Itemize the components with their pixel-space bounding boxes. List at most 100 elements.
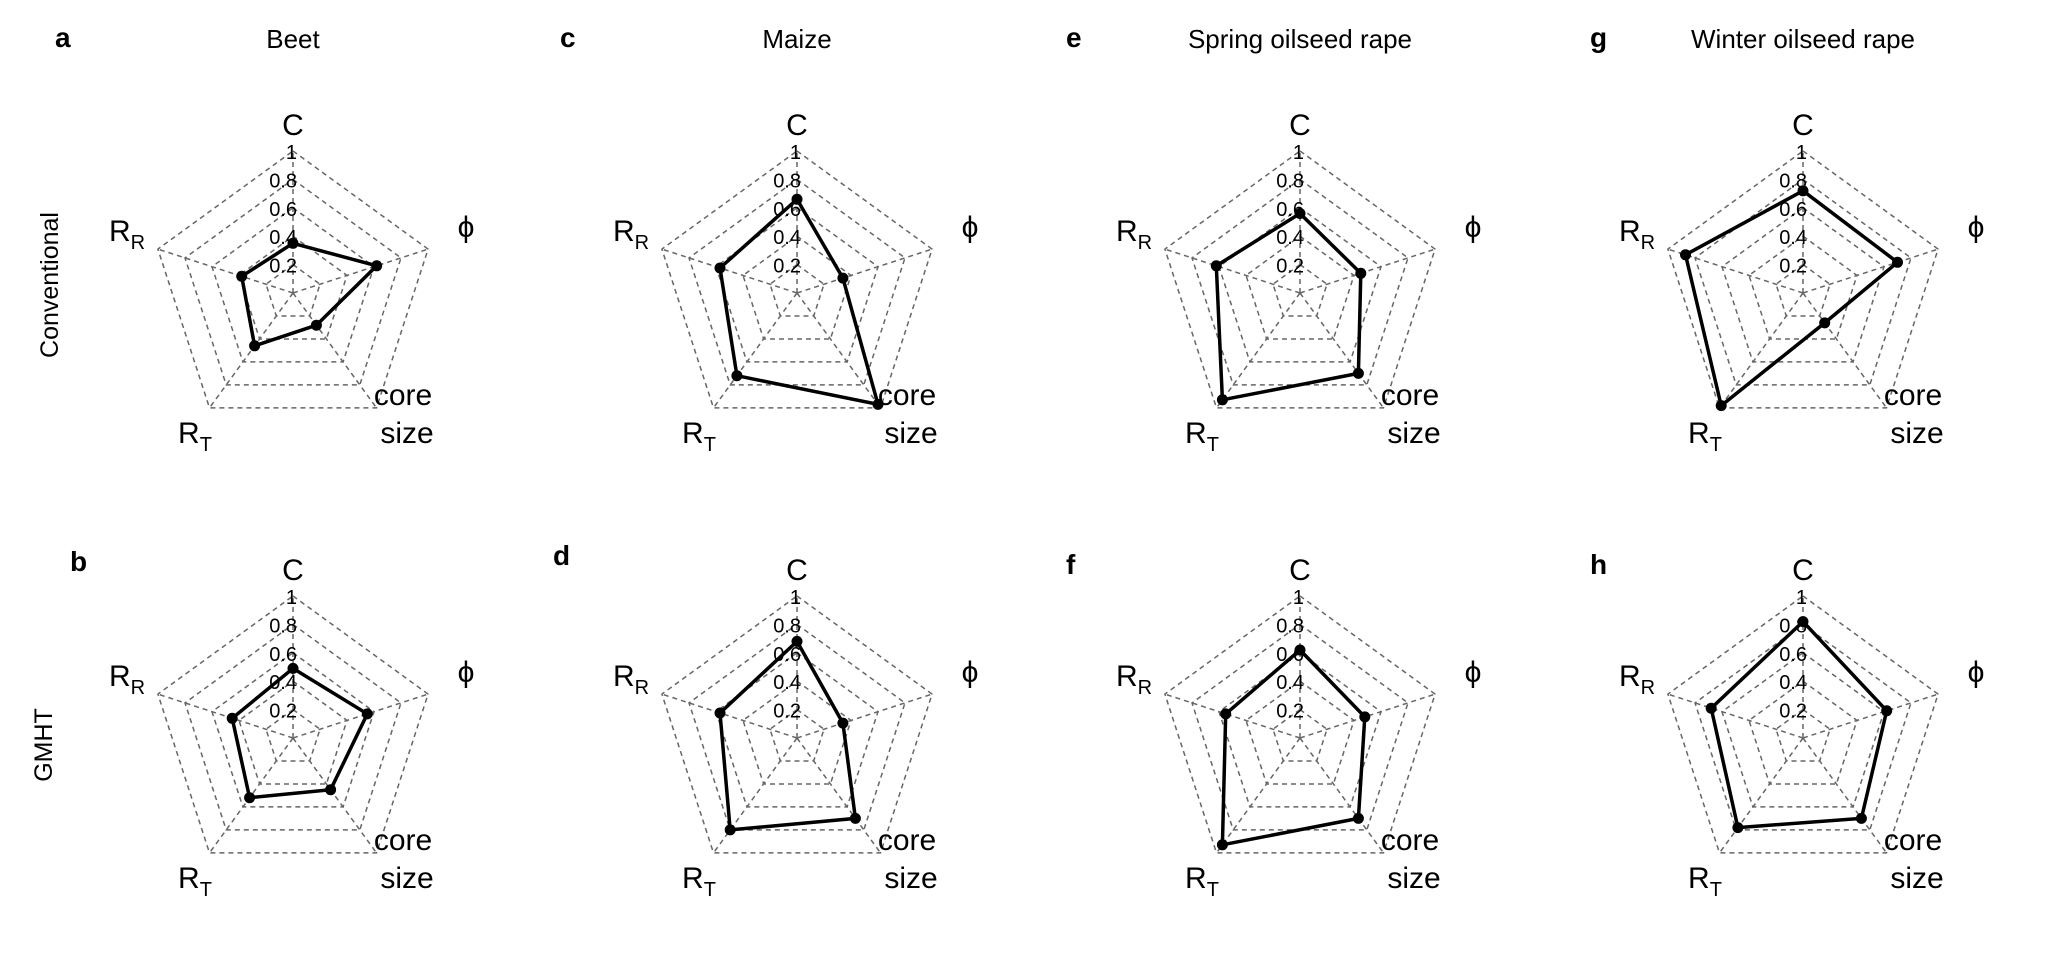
grid-ring	[715, 206, 879, 363]
grid-ring	[1667, 150, 1939, 409]
grid-ring	[157, 595, 429, 854]
axis-label-core-size: core	[374, 379, 432, 412]
axis-label-r-r: RR	[1116, 660, 1152, 699]
tick-label: 0.2	[1779, 701, 1807, 723]
grid-spoke	[1718, 292, 1804, 409]
grid-spoke	[1164, 693, 1301, 739]
radar-grid	[157, 595, 429, 854]
tick-label: 0.4	[1779, 672, 1807, 694]
axis-label-c: C	[1792, 109, 1814, 142]
grid-spoke	[157, 248, 294, 294]
grid-ring	[1272, 708, 1328, 762]
tick-label: 0.4	[773, 672, 801, 694]
axis-label-core-size: core	[1884, 379, 1942, 412]
grid-spoke	[1215, 737, 1301, 854]
tick-label: 0.8	[269, 170, 297, 192]
grid-ring	[688, 178, 906, 386]
axis-label-size: size	[884, 862, 937, 895]
grid-ring	[238, 680, 348, 785]
tick-label: 0.2	[773, 701, 801, 723]
tick-label: 0.8	[773, 170, 801, 192]
grid-spoke	[796, 737, 882, 854]
data-point-r-t	[731, 370, 743, 382]
axis-label-r-r: RR	[1619, 660, 1655, 699]
data-point-r-r	[236, 270, 248, 282]
tick-label: 1	[1796, 587, 1807, 609]
panel-title: Spring oilseed rape	[1188, 24, 1412, 54]
grid-ring	[1667, 595, 1939, 854]
data-point-r-t	[249, 340, 261, 352]
tick-label: 0.6	[1779, 199, 1807, 221]
data-point-core-size	[1352, 367, 1364, 379]
data-point-phi	[371, 260, 383, 272]
axis-label-phi: ϕ	[1968, 656, 1985, 689]
data-point-r-t	[244, 792, 256, 804]
grid-ring	[1775, 263, 1831, 317]
axis-label-phi: ϕ	[458, 211, 475, 244]
grid-ring	[211, 651, 375, 808]
axis-label-phi: ϕ	[1465, 656, 1482, 689]
tick-label: 0.6	[269, 644, 297, 666]
grid-ring	[769, 708, 825, 762]
axis-label-r-t: RT	[1185, 417, 1219, 456]
grid-spoke	[1718, 737, 1804, 854]
grid-ring	[688, 623, 906, 831]
grid-ring	[1775, 708, 1831, 762]
series-polygon	[718, 196, 881, 407]
axis-label-r-t: RT	[1688, 862, 1722, 901]
axis-label-r-r: RR	[613, 660, 649, 699]
data-point-core-size	[1352, 812, 1364, 824]
tick-label: 0.4	[773, 227, 801, 249]
data-point-core-size	[849, 812, 861, 824]
tick-label: 0.8	[773, 615, 801, 637]
axis-label-c: C	[1289, 109, 1311, 142]
tick-label: 0.4	[269, 672, 297, 694]
grid-spoke	[292, 737, 378, 854]
panel-letter: h	[1590, 549, 1607, 580]
tick-label: 1	[286, 142, 297, 164]
axis-label-r-r: RR	[613, 215, 649, 254]
series-polygon	[239, 241, 381, 349]
data-point-core-size	[325, 784, 337, 796]
grid-spoke	[292, 292, 378, 409]
axis-label-size: size	[380, 862, 433, 895]
data-point-core-size	[1819, 317, 1831, 329]
series-polygon	[1709, 619, 1889, 830]
grid-spoke	[1802, 693, 1939, 739]
data-point-r-t	[1715, 400, 1727, 412]
grid-ring	[211, 206, 375, 363]
tick-label: 0.6	[269, 199, 297, 221]
data-point-c	[791, 635, 803, 647]
grid-spoke	[1299, 292, 1385, 409]
axis-label-core-size: core	[1884, 824, 1942, 857]
data-point-phi	[361, 708, 373, 720]
grid-spoke	[1164, 248, 1301, 294]
data-point-c	[1294, 644, 1306, 656]
axis-label-core-size: core	[1381, 379, 1439, 412]
axis-label-size: size	[884, 417, 937, 450]
row-labels: Conventional GMHT	[30, 212, 64, 782]
grid-ring	[184, 178, 402, 386]
grid-ring	[157, 150, 429, 409]
radar-grid	[661, 150, 933, 409]
data-point-phi	[1892, 256, 1903, 268]
axis-label-c: C	[282, 554, 304, 587]
grid-spoke	[292, 248, 429, 294]
axis-label-c: C	[1289, 554, 1311, 587]
axis-label-core-size: core	[374, 824, 432, 857]
grid-ring	[742, 680, 852, 785]
data-point-r-r	[1705, 702, 1717, 714]
tick-label: 1	[1293, 587, 1304, 609]
grid-spoke	[1299, 693, 1436, 739]
axis-label-r-r: RR	[109, 660, 145, 699]
grid-ring	[1245, 680, 1355, 785]
series-polygon	[1214, 211, 1363, 402]
tick-label: 0.8	[1276, 615, 1304, 637]
axis-label-phi: ϕ	[962, 211, 979, 244]
axis-label-c: C	[786, 109, 808, 142]
data-point-core-size	[310, 319, 322, 331]
data-point-phi	[1881, 705, 1893, 717]
